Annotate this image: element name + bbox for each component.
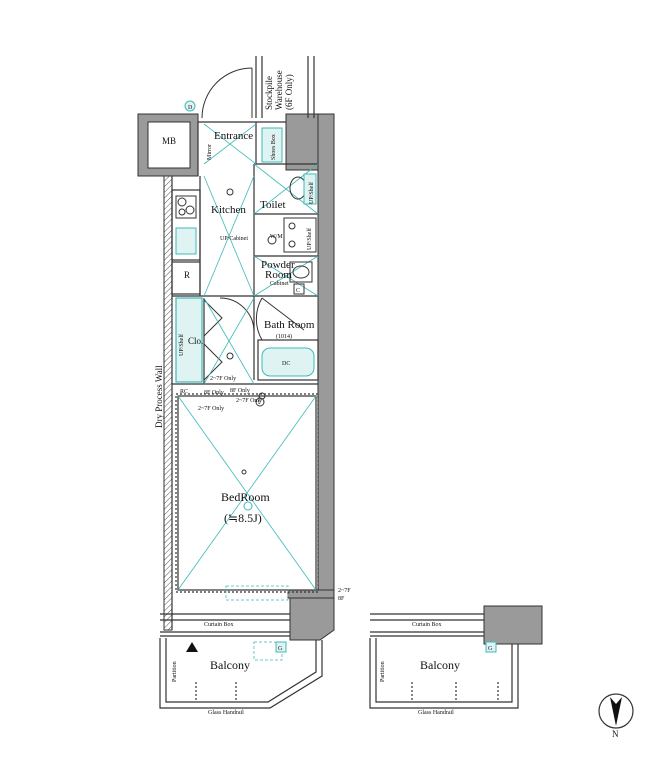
up-shelf-toilet-label: UP/Shelf bbox=[308, 182, 315, 204]
symbol-dc: DC bbox=[282, 361, 290, 367]
shelf-side-label: UP/Shelf bbox=[306, 228, 313, 250]
north-label: N bbox=[612, 729, 619, 739]
powder-room-label-2: Room bbox=[265, 269, 292, 281]
svg-text:D: D bbox=[188, 105, 193, 111]
symbol-i: I bbox=[255, 397, 265, 407]
curtain-box-right-label: Curtain Box bbox=[412, 622, 442, 628]
floor-note-7: 8F bbox=[338, 596, 345, 602]
refrigerator-label: R bbox=[184, 270, 190, 280]
partition-right-label: Partition bbox=[380, 661, 386, 682]
symbol-rc: RC bbox=[180, 389, 188, 395]
structural-walls bbox=[137, 113, 543, 645]
stockpile-label: Stockpile bbox=[264, 76, 274, 110]
bedroom-size-label: (≒8.5J) bbox=[224, 511, 262, 525]
floor-note-1: 2~7F Only bbox=[210, 376, 236, 382]
lighting-lines bbox=[177, 123, 319, 661]
powder-room-label-1: Powder bbox=[261, 259, 295, 271]
bedroom-label: BedRoom bbox=[221, 490, 270, 504]
symbol-c: C bbox=[293, 283, 305, 295]
fixtures bbox=[175, 127, 317, 652]
svg-text:I: I bbox=[258, 400, 260, 406]
doors bbox=[201, 67, 305, 381]
cabinet-label: Cabinet bbox=[270, 281, 289, 287]
glass-handrail-left-label: Glass Handrail bbox=[208, 710, 244, 716]
partition-left-label: Partition bbox=[172, 661, 178, 682]
svg-text:C: C bbox=[296, 288, 300, 294]
floor-note-6: 2~7F bbox=[338, 588, 351, 594]
balcony-right-label: Balcony bbox=[420, 658, 460, 672]
north-compass: N bbox=[598, 693, 634, 739]
curtain-box-left-label: Curtain Box bbox=[204, 622, 234, 628]
svg-text:G: G bbox=[488, 646, 493, 652]
svg-text:G: G bbox=[278, 646, 283, 652]
toilet-label: Toilet bbox=[260, 199, 286, 211]
glass-handrail-right-label: Glass Handrail bbox=[418, 710, 454, 716]
wm-label: W/M bbox=[270, 234, 283, 240]
entrance-label: Entrance bbox=[214, 130, 253, 142]
clo-label: Clo. bbox=[188, 336, 203, 346]
shoes-box-label: Shoes Box bbox=[271, 134, 277, 160]
interior-walls bbox=[159, 56, 519, 709]
floor-note-5: 2~7F Only bbox=[198, 406, 224, 412]
floor-note-3: 8F Only bbox=[230, 388, 250, 394]
symbol-g-left: G bbox=[275, 641, 287, 653]
balcony-left-label: Balcony bbox=[210, 658, 250, 672]
mirror-label: Mirror bbox=[207, 144, 213, 160]
bath-room-label: Bath Room bbox=[264, 319, 315, 331]
dry-wall-label: Dry Process Wall bbox=[154, 365, 164, 428]
stockpile-note-label: (6F Only) bbox=[284, 74, 294, 110]
floor-note-4: 2~7F Only bbox=[236, 398, 262, 404]
warehouse-label: Warehouse bbox=[274, 70, 284, 110]
symbol-d: D bbox=[184, 100, 196, 112]
kitchen-label: Kitchen bbox=[211, 204, 246, 216]
up-shelf-clo-label: UP/Shelf bbox=[178, 334, 185, 356]
up-cabinet-label: UP/Cabinet bbox=[220, 236, 248, 242]
symbol-g-right: G bbox=[485, 641, 497, 653]
floor-note-2: 8F Only bbox=[204, 390, 224, 396]
mb-label: MB bbox=[162, 136, 176, 146]
bath-size-label: (1014) bbox=[276, 333, 292, 340]
